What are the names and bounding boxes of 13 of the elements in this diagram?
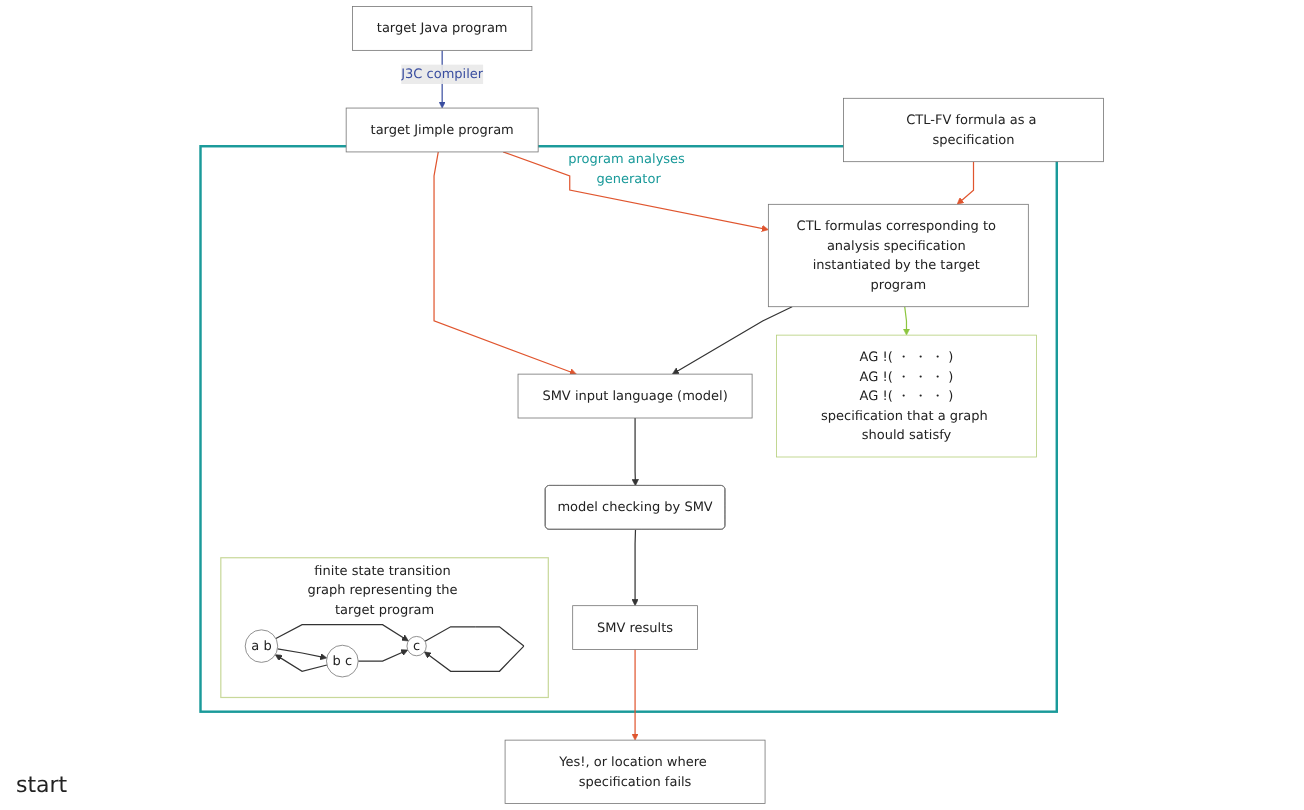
- arrow: [274, 654, 328, 672]
- arrow: [631, 648, 639, 741]
- arrow: [902, 306, 911, 336]
- arrow: [631, 529, 639, 606]
- arrow: [672, 306, 793, 375]
- arrow: [357, 649, 409, 662]
- arrow: [433, 151, 577, 376]
- arrow: [956, 161, 975, 205]
- arrow: [631, 417, 639, 487]
- arrow: [424, 626, 525, 672]
- arrow: [275, 624, 409, 642]
- arrow: [276, 648, 328, 661]
- note-text: start: [16, 772, 68, 798]
